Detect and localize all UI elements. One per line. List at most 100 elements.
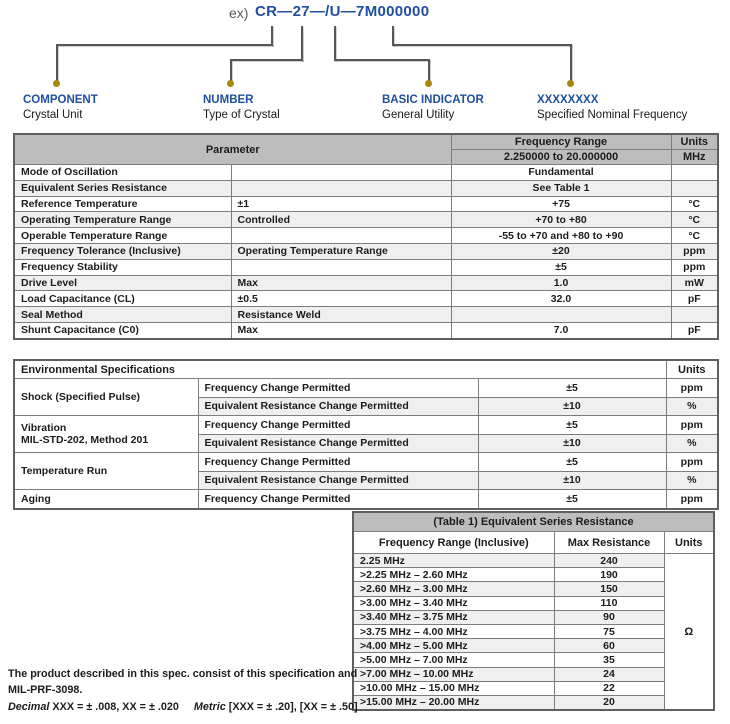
parameter-unit — [670, 306, 719, 323]
tolerance-note: Decimal XXX = ± .008, XX = ± .020 Metric… — [8, 700, 358, 716]
frequency-range: 2.25 MHz — [352, 552, 555, 569]
label-code: COMPONENT — [23, 94, 98, 106]
parameter-condition: Resistance Weld — [230, 306, 452, 323]
test-value: ±10 — [477, 396, 667, 416]
parameter-name: Frequency Stability — [13, 258, 232, 276]
frequency-range-column-header: Frequency Range (Inclusive) — [352, 531, 555, 554]
parameter-condition: Operating Temperature Range — [230, 242, 452, 260]
metric-label: Metric — [193, 701, 226, 713]
max-resistance: 20 — [553, 694, 665, 711]
connector-line — [334, 59, 430, 61]
connector-line — [392, 26, 394, 46]
connector-line — [56, 44, 58, 81]
group-name: Shock (Specified Pulse) — [21, 390, 141, 403]
max-resistance: 24 — [553, 666, 665, 682]
frequency-range: >3.75 MHz – 4.00 MHz — [352, 623, 555, 640]
table-header-row: Environmental Specifications Units — [13, 359, 719, 379]
frequency-range-value: 2.250000 to 20.000000 — [450, 149, 672, 165]
table-row: Equivalent Resistance Change Permitted ±… — [14, 470, 719, 490]
parameter-condition: Max — [230, 274, 452, 292]
parameter-value: Fundamental — [450, 164, 672, 181]
frequency-range: >2.25 MHz – 2.60 MHz — [352, 567, 555, 583]
parameter-value: 32.0 — [450, 290, 672, 308]
parameter-unit: °C — [670, 211, 719, 229]
units-header: Units — [665, 359, 719, 379]
diagram-label-number: NUMBER Type of Crystal — [203, 93, 280, 123]
footnote-line2: MIL-PRF-3098. — [8, 683, 83, 696]
parameter-value: ±5 — [450, 258, 672, 276]
units-header: Units — [670, 133, 719, 150]
max-resistance: 190 — [553, 567, 665, 583]
footnote: The product described in this spec. cons… — [8, 667, 358, 716]
parameter-unit: ppm — [670, 242, 719, 260]
test-name: Equivalent Resistance Change Permitted — [197, 433, 479, 453]
test-name: Equivalent Resistance Change Permitted — [197, 396, 479, 416]
connector-line — [428, 59, 430, 81]
table-row: Shock (Specified Pulse) Frequency Change… — [13, 378, 719, 416]
parameter-name: Shunt Capacitance (C0) — [13, 321, 232, 340]
parameter-unit: °C — [670, 227, 719, 244]
units-value: MHz — [670, 149, 719, 165]
decimal-label: Decimal — [8, 701, 50, 713]
table-header-row: Parameter Frequency Range Units — [13, 133, 719, 165]
marker-dot — [567, 80, 574, 87]
connector-line — [56, 44, 273, 46]
test-value: ±10 — [477, 470, 667, 490]
marker-dot — [227, 80, 234, 87]
test-value: ±5 — [477, 415, 667, 435]
max-resistance: 35 — [553, 652, 665, 668]
test-value: ±5 — [477, 489, 667, 509]
max-resistance: 150 — [553, 581, 665, 597]
test-unit: ppm — [665, 415, 719, 435]
parameter-condition — [230, 179, 452, 197]
parameter-unit: pF — [670, 321, 719, 340]
connector-line — [271, 26, 273, 46]
parameter-name: Drive Level — [13, 274, 232, 292]
parameter-unit: °C — [670, 195, 719, 213]
connector-line — [570, 44, 572, 81]
table-row: Temperature Run Frequency Change Permitt… — [13, 452, 719, 490]
group-subname: MIL-STD-202, Method 201 — [21, 434, 149, 446]
test-unit: ppm — [665, 452, 719, 472]
label-desc: Crystal Unit — [23, 109, 83, 121]
parameter-condition: Max — [230, 321, 452, 340]
parameter-name: Seal Method — [13, 306, 232, 323]
table-row: Aging Frequency Change Permitted ±5 ppm — [13, 489, 719, 509]
connector-line — [230, 59, 303, 61]
parameter-unit: mW — [670, 274, 719, 292]
connector-line — [334, 26, 336, 61]
parameter-value: +70 to +80 — [450, 211, 672, 229]
test-group: Aging — [13, 489, 199, 509]
parameter-value: -55 to +70 and +80 to +90 — [450, 227, 672, 244]
test-name: Frequency Change Permitted — [197, 415, 479, 435]
table-header-row: Frequency Range (Inclusive) Max Resistan… — [352, 531, 715, 554]
table-header-row: (Table 1) Equivalent Series Resistance — [352, 511, 715, 532]
parameter-unit — [670, 179, 719, 197]
frequency-range: >3.00 MHz – 3.40 MHz — [352, 595, 555, 611]
table-row: Reference Temperature±1+75°C — [13, 195, 719, 213]
decimal-tolerances: XXX = ± .008, XX = ± .020 — [52, 701, 179, 713]
test-name: Frequency Change Permitted — [197, 378, 479, 398]
parameter-condition — [230, 164, 452, 181]
marker-dot — [425, 80, 432, 87]
test-unit: % — [665, 433, 719, 453]
test-unit: ppm — [665, 378, 719, 398]
label-code: NUMBER — [203, 94, 254, 106]
test-name: Equivalent Resistance Change Permitted — [197, 470, 479, 490]
label-desc: Specified Nominal Frequency — [537, 109, 688, 121]
group-name: Temperature Run — [21, 464, 108, 477]
frequency-range: >2.60 MHz – 3.00 MHz — [352, 581, 555, 597]
